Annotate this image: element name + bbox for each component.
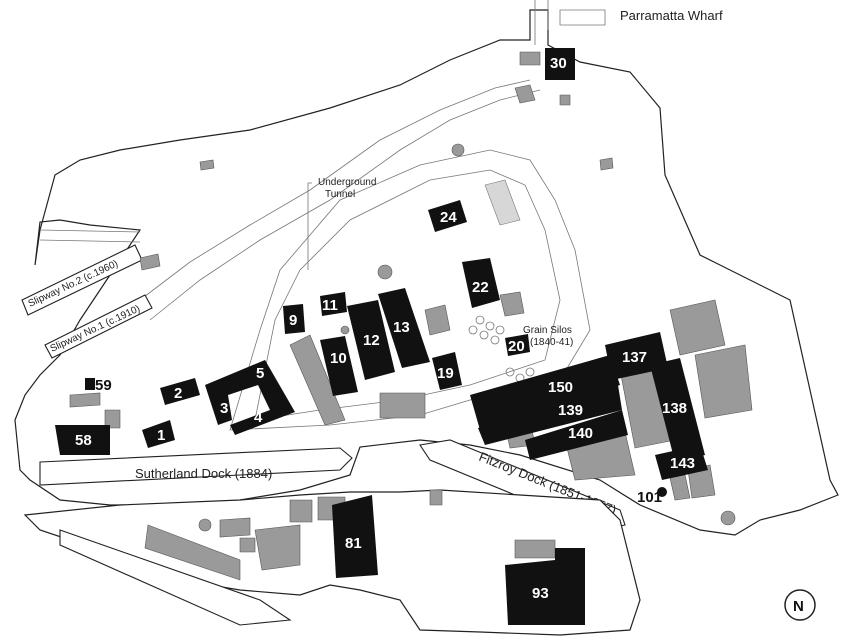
svg-text:150: 150 (548, 379, 573, 396)
building-20: 20 (505, 334, 530, 356)
tunnel-label-1: Underground (318, 177, 376, 188)
silos-label-2: (1840-41) (530, 337, 573, 348)
building-24: 24 (428, 200, 467, 232)
sutherland-dock: Sutherland Dock (1884) (39, 447, 353, 486)
building-1: 1 (142, 420, 175, 448)
southern-land (23, 489, 641, 636)
svg-text:22: 22 (472, 279, 489, 296)
svg-text:143: 143 (670, 455, 695, 472)
building-58: 58 (55, 425, 110, 455)
building-140: 140 (525, 410, 628, 460)
building-139: 139 (478, 385, 622, 445)
svg-text:138: 138 (662, 400, 687, 417)
building-19: 19 (432, 352, 462, 390)
svg-text:Sutherland Dock (1884): Sutherland Dock (1884) (135, 466, 272, 481)
north-arrow-icon: N (784, 589, 816, 621)
building-10: 10 (320, 336, 358, 396)
slipway-lines (39, 229, 141, 243)
building-150: 150 (470, 355, 620, 430)
svg-text:24: 24 (440, 209, 457, 226)
svg-text:140: 140 (568, 425, 593, 442)
building-12: 12 (347, 300, 395, 380)
building-101: 101 (637, 487, 667, 506)
svg-text:58: 58 (75, 432, 92, 449)
contour-outer (229, 149, 591, 431)
svg-text:59: 59 (95, 377, 112, 394)
building-11: 11 (320, 292, 347, 316)
svg-text:4: 4 (254, 409, 263, 426)
building-59: 59 (85, 377, 112, 394)
road-line (149, 89, 541, 321)
svg-text:137: 137 (622, 349, 647, 366)
road-line-2 (139, 79, 531, 301)
svg-text:9: 9 (289, 312, 297, 329)
wharf-structure (534, 0, 606, 45)
building-138: 138 (650, 358, 705, 462)
svg-text:1: 1 (157, 427, 165, 444)
tunnel-leader (307, 182, 312, 270)
svg-text:13: 13 (393, 319, 410, 336)
building-81: 81 (332, 495, 378, 578)
svg-text:19: 19 (437, 365, 454, 382)
building-22: 22 (462, 258, 500, 308)
svg-text:12: 12 (363, 332, 380, 349)
svg-text:101: 101 (637, 489, 662, 506)
tunnel-label-2: Tunnel (325, 189, 355, 200)
svg-text:5: 5 (256, 365, 264, 382)
building-13: 13 (378, 288, 430, 368)
svg-text:30: 30 (550, 55, 567, 72)
building-2: 2 (160, 378, 200, 405)
building-3-4-5: 3 4 5 (205, 360, 295, 435)
building-9: 9 (283, 304, 305, 334)
building-143: 143 (655, 445, 708, 480)
svg-text:2: 2 (174, 385, 182, 402)
wharf-label: Parramatta Wharf (620, 8, 723, 23)
southern-pier (59, 529, 292, 626)
svg-text:139: 139 (558, 402, 583, 419)
grain-silos (468, 315, 535, 383)
light-building (484, 179, 521, 226)
svg-text:11: 11 (322, 297, 338, 314)
svg-text:20: 20 (508, 338, 525, 355)
building-93: 93 (505, 548, 585, 625)
svg-text:81: 81 (345, 535, 362, 552)
svg-text:N: N (793, 598, 804, 615)
svg-text:3: 3 (220, 400, 228, 417)
building-30: 30 (545, 48, 575, 80)
island-outline (14, 9, 839, 536)
svg-text:93: 93 (532, 585, 549, 602)
svg-text:10: 10 (330, 350, 347, 367)
silos-label-1: Grain Silos (523, 325, 572, 336)
